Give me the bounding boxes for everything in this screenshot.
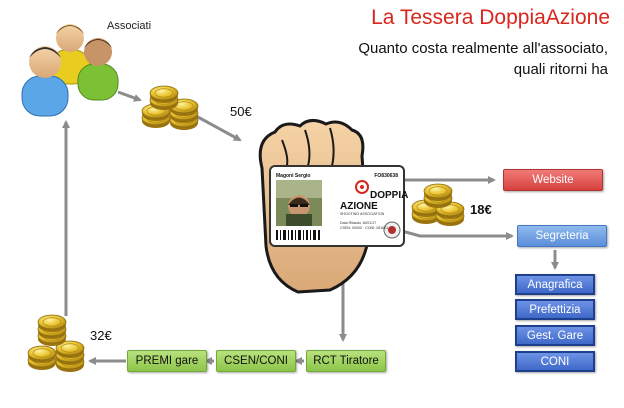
barcode-icon: [276, 230, 320, 240]
card-issued: Data Rilascio 16/01/17: [340, 221, 376, 225]
returned-amount: 32€: [90, 328, 112, 343]
card-brand-line2: AZIONE: [340, 201, 378, 212]
card-number: FO830638: [374, 173, 398, 179]
secretariat-box: Segreteria: [517, 225, 607, 247]
subtitle-line-1: Quanto costa realmente all'associato,: [358, 40, 608, 57]
secretariat-item-registry: Anagrafica: [515, 274, 595, 295]
secretariat-item-prefecture: Prefettizia: [515, 299, 595, 320]
secretariat-item-competitions: Gest. Gare: [515, 325, 595, 346]
card-ids: CSEN: 00000 · CONI: 281601: [340, 226, 388, 230]
people-icon: [21, 24, 119, 117]
card-brand-line1: DOPPIA: [370, 190, 408, 201]
benefit-csen: CSEN/CONI: [216, 350, 296, 372]
card-holder-name: Magoni Sergio: [276, 173, 310, 179]
membership-card: Magoni Sergio FO830638 DOPPIA AZIONE SHO…: [269, 165, 408, 247]
arrow-coins-to-hand: [195, 114, 242, 142]
coins-icon-top: [141, 85, 199, 131]
membership-fee-amount: 50€: [230, 104, 252, 119]
share-amount: 18€: [470, 202, 492, 217]
coins-icon-middle: [411, 183, 465, 227]
page-subtitle: Quanto costa realmente all'associato, qu…: [300, 38, 608, 80]
coins-icon-bottom: [27, 314, 85, 373]
card-brand-subline: SHOOTING ASSOCIATION: [340, 212, 385, 216]
people-label: Associati: [107, 20, 152, 32]
arrow-people-to-coins: [117, 90, 142, 102]
website-box: Website: [503, 169, 603, 191]
subtitle-line-2: quali ritorni ha: [513, 61, 608, 78]
benefit-rct: RCT Tiratore: [306, 350, 386, 372]
benefit-prizes: PREMI gare: [127, 350, 207, 372]
secretariat-item-coni: CONI: [515, 351, 595, 372]
page-title: La Tessera DoppiaAzione: [371, 6, 610, 29]
